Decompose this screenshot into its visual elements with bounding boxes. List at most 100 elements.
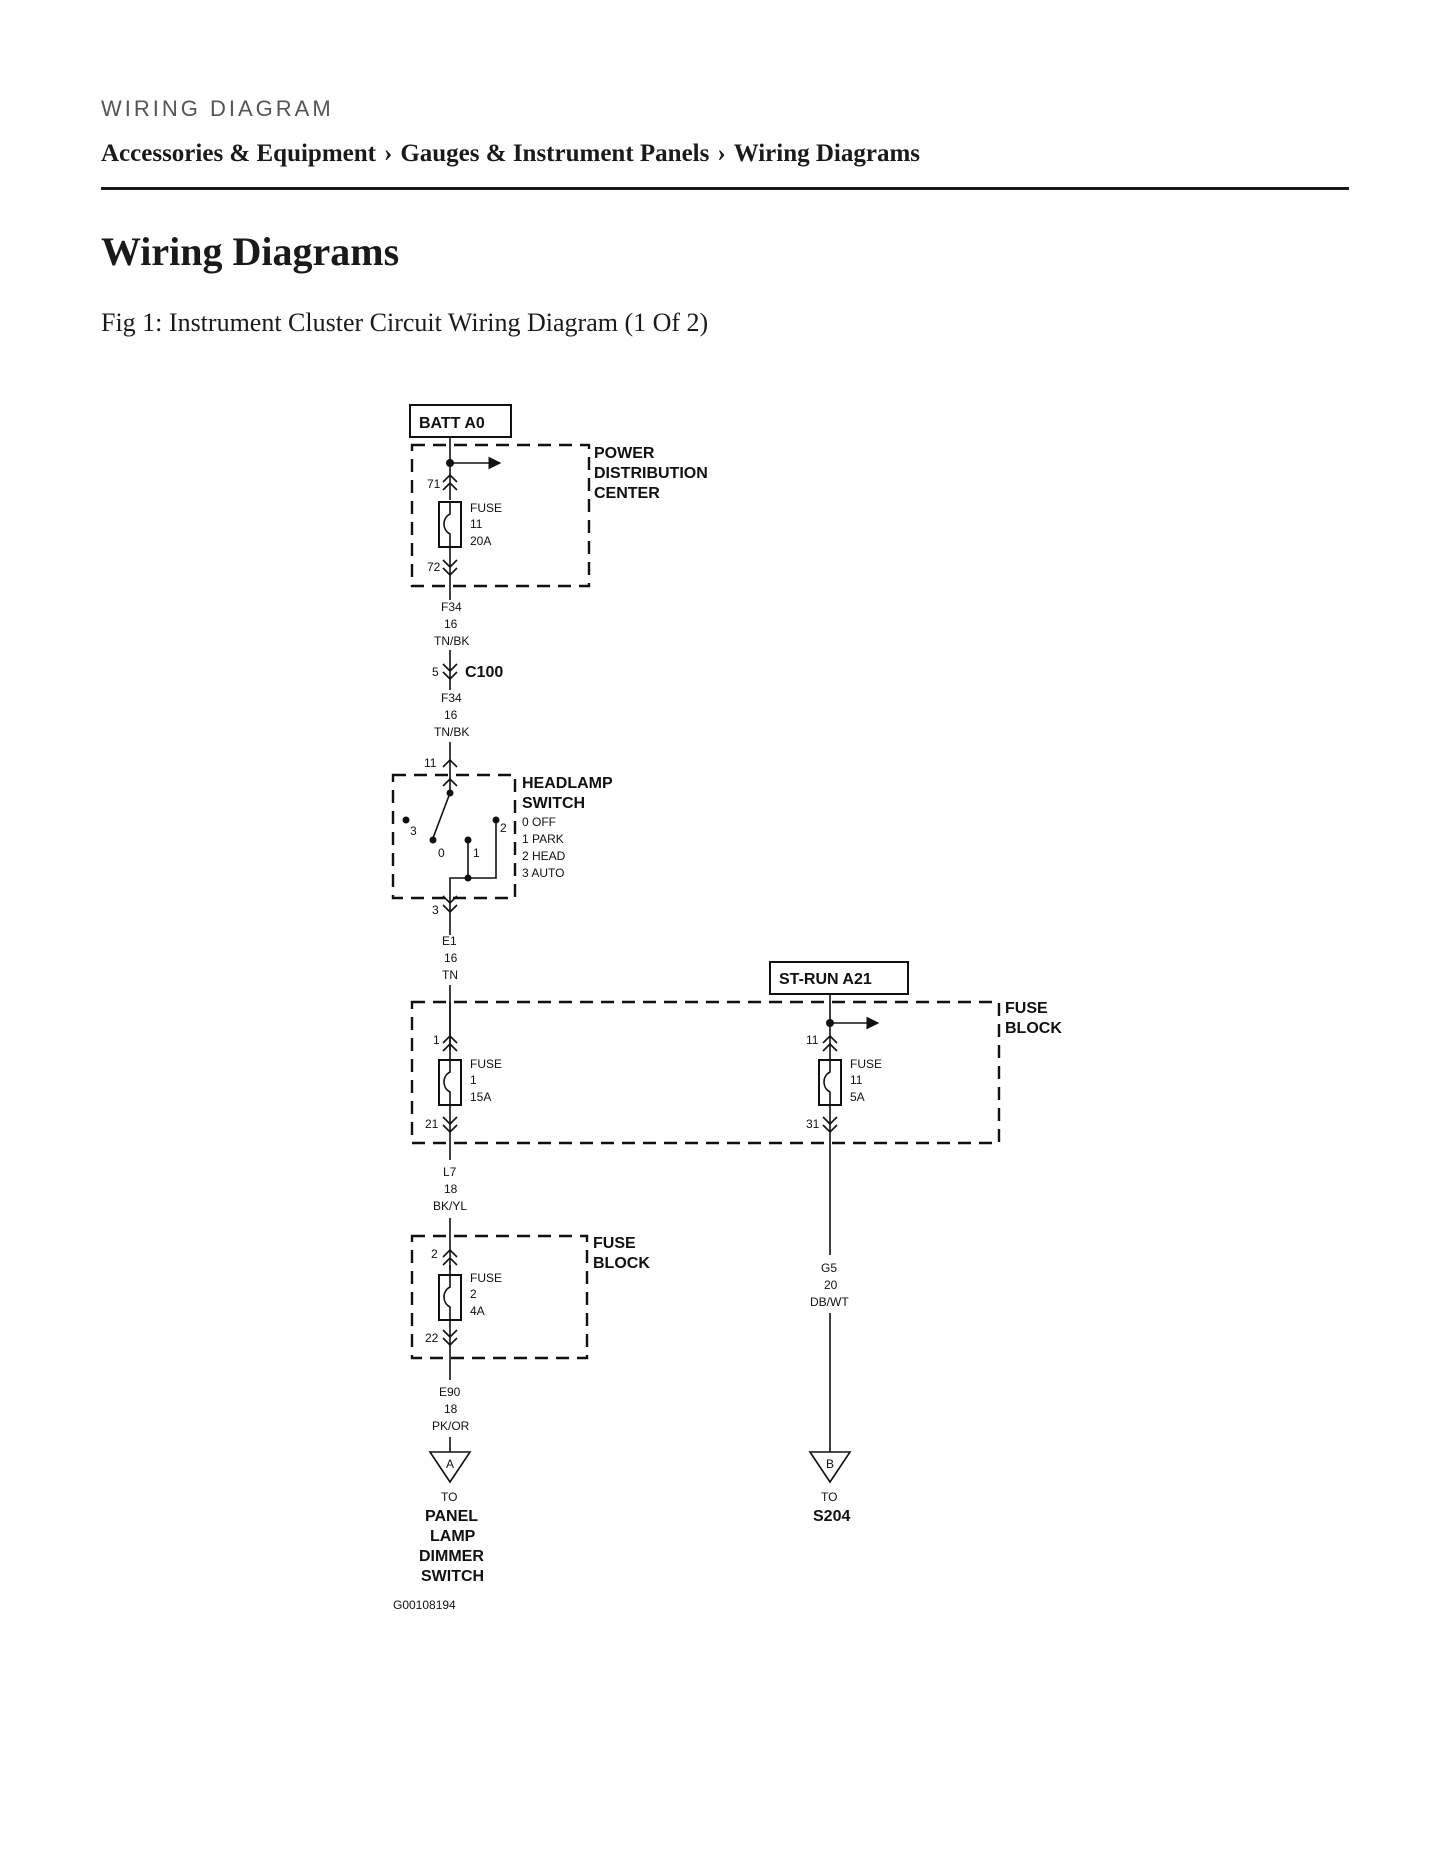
fuse-1-out-pin: 21 — [425, 1117, 439, 1131]
terminal-b-letter: B — [826, 1457, 834, 1471]
fuse-11-text: FUSE — [470, 501, 502, 515]
breadcrumb-separator: › — [383, 140, 393, 167]
terminal-a-to: TO — [441, 1490, 457, 1504]
st-run-label: ST-RUN A21 — [779, 971, 872, 988]
batt-label: BATT A0 — [419, 415, 485, 432]
fuse-block-label-1: FUSE — [1005, 1000, 1048, 1017]
connector-symbol — [442, 777, 458, 787]
terminal-a-dest-2: LAMP — [430, 1528, 476, 1545]
fuse-1-number: 1 — [470, 1073, 477, 1087]
terminal-a-dest-1: PANEL — [425, 1508, 478, 1525]
fuse-block-outline — [410, 1000, 1001, 1145]
c100-connector-symbol — [442, 663, 458, 681]
headlamp-out-pin: 3 — [432, 903, 439, 917]
fuse-11b-in-pin: 11 — [806, 1033, 819, 1047]
connector-symbol — [442, 1248, 458, 1266]
fuse-2-in-pin: 2 — [431, 1247, 438, 1261]
terminal-b-dest: S204 — [813, 1508, 850, 1525]
fuse-11b-text: FUSE — [850, 1057, 882, 1071]
fuse-11-rating: 20A — [470, 534, 491, 548]
wire-e90-color: PK/OR — [432, 1419, 470, 1433]
headlamp-in-pin: 11 — [424, 756, 437, 770]
connector-symbol — [442, 1116, 458, 1134]
wire-f34-color: TN/BK — [434, 725, 469, 739]
wire-g5-color: DB/WT — [810, 1295, 849, 1309]
wire-f34-code: F34 — [441, 691, 462, 705]
wire-f34-gauge: 16 — [444, 617, 458, 631]
figure-caption: Fig 1: Instrument Cluster Circuit Wiring… — [101, 308, 709, 337]
terminal-b-symbol — [808, 1451, 852, 1484]
headlamp-switch-outline — [391, 773, 517, 900]
fuse-11b-out-pin: 31 — [806, 1117, 820, 1131]
terminal-a-dest-3: DIMMER — [419, 1548, 484, 1565]
connector-symbol — [442, 1329, 458, 1347]
st-run-label-box — [769, 961, 909, 995]
fuse-1-rating: 15A — [470, 1090, 491, 1104]
page-title: Wiring Diagrams — [101, 229, 400, 274]
contact-3-label: 3 — [410, 824, 417, 838]
switch-position-park: 1 PARK — [522, 832, 564, 846]
terminal-a-symbol — [428, 1451, 472, 1484]
switch-position-auto: 3 AUTO — [522, 866, 564, 880]
pdc-label-2: DISTRIBUTION — [594, 465, 708, 482]
headlamp-label-1: HEADLAMP — [522, 775, 613, 792]
contact-3 — [402, 816, 410, 824]
switch-position-head: 2 HEAD — [522, 849, 566, 863]
wire-g5-gauge: 20 — [824, 1278, 838, 1292]
connector-symbol — [442, 758, 458, 768]
connector-symbol — [822, 1034, 838, 1052]
wire-f34-code: F34 — [441, 600, 462, 614]
wire-e1-gauge: 16 — [444, 951, 458, 965]
breadcrumb-separator: › — [717, 140, 726, 167]
section-kicker: WIRING DIAGRAM — [101, 96, 334, 121]
fuse-11b-rating: 5A — [850, 1090, 865, 1104]
wire-l7-color: BK/YL — [433, 1199, 467, 1213]
wire-f34-gauge: 16 — [444, 708, 458, 722]
contact-1-label: 1 — [473, 846, 480, 860]
connector-symbol — [442, 473, 458, 491]
breadcrumb-item[interactable]: Accessories & Equipment — [101, 140, 376, 167]
power-distribution-center-outline — [410, 443, 591, 588]
headlamp-label-2: SWITCH — [522, 795, 585, 812]
pdc-label-3: CENTER — [594, 485, 660, 502]
wire-f34-color: TN/BK — [434, 634, 469, 648]
pdc-label-1: POWER — [594, 445, 655, 462]
switch-wiper — [432, 792, 451, 839]
c100-label: C100 — [465, 664, 503, 681]
terminal-b-to: TO — [821, 1490, 837, 1504]
breadcrumb-item[interactable]: Wiring Diagrams — [733, 140, 921, 167]
fuse-11b-number: 11 — [850, 1073, 863, 1087]
breadcrumb-item[interactable]: Gauges & Instrument Panels — [400, 140, 710, 167]
wire-e90-gauge: 18 — [444, 1402, 458, 1416]
fuse-block-2-label-1: FUSE — [593, 1235, 636, 1252]
connector-symbol — [442, 1034, 458, 1052]
wire-l7-code: L7 — [443, 1165, 457, 1179]
fuse-block-2-outline — [410, 1234, 589, 1360]
wire-e1-color: TN — [442, 968, 458, 982]
switch-position-off: 0 OFF — [522, 815, 556, 829]
fuse-2-rating: 4A — [470, 1304, 485, 1318]
fuse-block-2-label-2: BLOCK — [593, 1255, 650, 1272]
connector-symbol — [822, 1116, 838, 1134]
pin-72: 72 — [427, 560, 441, 574]
figure-id: G00108194 — [393, 1598, 456, 1612]
pin-71: 71 — [427, 477, 441, 491]
wire-g5-code: G5 — [821, 1261, 837, 1275]
breadcrumb: Accessories & Equipment › Gauges & Instrum… — [101, 140, 920, 168]
connector-symbol — [442, 895, 458, 914]
terminal-a-letter: A — [446, 1457, 454, 1471]
fuse-2-text: FUSE — [470, 1271, 502, 1285]
fuse-2-number: 2 — [470, 1287, 477, 1301]
connector-symbol — [442, 559, 458, 577]
wire-l7-gauge: 18 — [444, 1182, 458, 1196]
header-divider — [101, 187, 1349, 190]
fuse-11-number: 11 — [470, 517, 483, 531]
fuse-1-text: FUSE — [470, 1057, 502, 1071]
fuse-1-in-pin: 1 — [433, 1033, 440, 1047]
terminal-a-dest-4: SWITCH — [421, 1568, 484, 1585]
wire-e90-code: E90 — [439, 1385, 461, 1399]
contact-0-label: 0 — [438, 846, 445, 860]
c100-pin: 5 — [432, 665, 439, 679]
fuse-2-out-pin: 22 — [425, 1331, 439, 1345]
